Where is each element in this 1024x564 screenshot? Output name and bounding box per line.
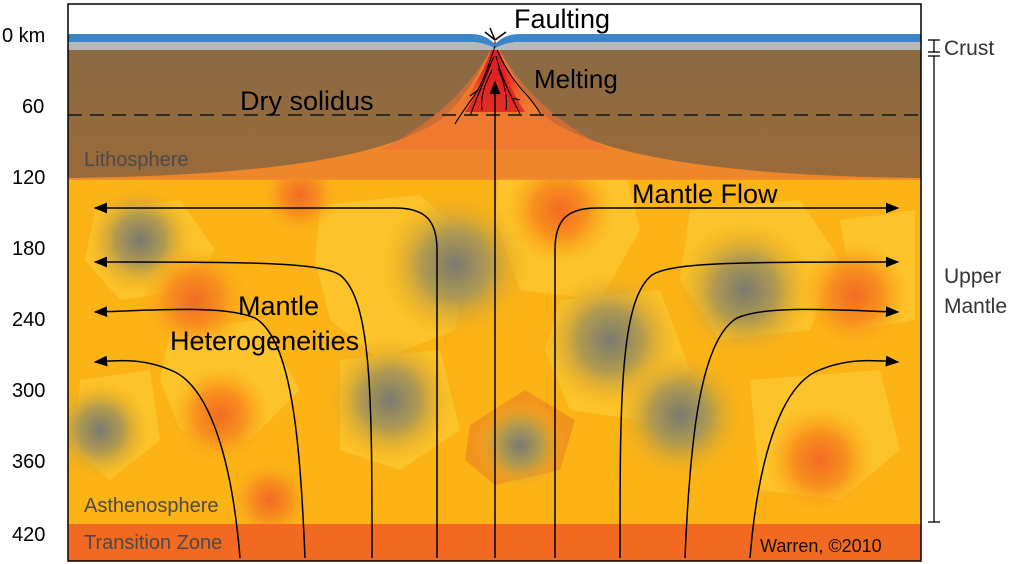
crust-label: Crust [944, 37, 994, 60]
depth-tick-240: 240 [12, 309, 45, 331]
depth-tick-180: 180 [12, 238, 45, 260]
flow-line-left-1 [93, 202, 438, 558]
faulting-label: Faulting [514, 4, 610, 34]
flow-line-left-2 [93, 256, 373, 559]
heterogeneity-spots [68, 155, 910, 540]
flow-line-right-1 [554, 202, 900, 558]
mantle-flow-lines [93, 80, 900, 559]
lithosphere-label: Lithosphere [84, 149, 189, 171]
ocean-layer [68, 34, 921, 48]
upper-mantle-label-line2: Mantle [944, 295, 1007, 318]
mantle-heterogeneities-label-line1: Mantle [238, 291, 319, 321]
upper-mantle-label-line1: Upper [944, 265, 1001, 288]
depth-tick-360: 360 [12, 451, 45, 473]
depth-tick-0: 0 km [2, 25, 45, 47]
credit-label: Warren, ©2010 [760, 536, 882, 556]
depth-tick-120: 120 [12, 167, 45, 189]
crust-layer [68, 42, 921, 50]
diagram-frame [67, 3, 922, 562]
cross-section [68, 4, 921, 561]
depth-axis: 0 km 60 120 180 240 300 360 420 [2, 25, 45, 546]
depth-tick-60: 60 [22, 96, 44, 118]
flow-line-left-3 [93, 306, 306, 559]
mantle-heterogeneities-label-line2: Heterogeneities [170, 326, 359, 356]
mantle-flow-label: Mantle Flow [632, 179, 778, 209]
melt-channels [454, 45, 543, 125]
asthenosphere-label: Asthenosphere [84, 495, 219, 517]
flow-line-right-3 [684, 306, 900, 559]
transition-zone-label: Transition Zone [84, 532, 222, 554]
depth-tick-300: 300 [12, 380, 45, 402]
melting-label: Melting [534, 64, 618, 94]
dry-solidus-label: Dry solidus [240, 86, 374, 116]
fault-lines [484, 27, 507, 41]
flow-line-right-4 [749, 355, 900, 559]
side-brackets [928, 39, 940, 523]
flow-line-left-4 [93, 355, 241, 559]
flow-line-right-2 [619, 256, 900, 559]
depth-tick-420: 420 [12, 524, 45, 546]
